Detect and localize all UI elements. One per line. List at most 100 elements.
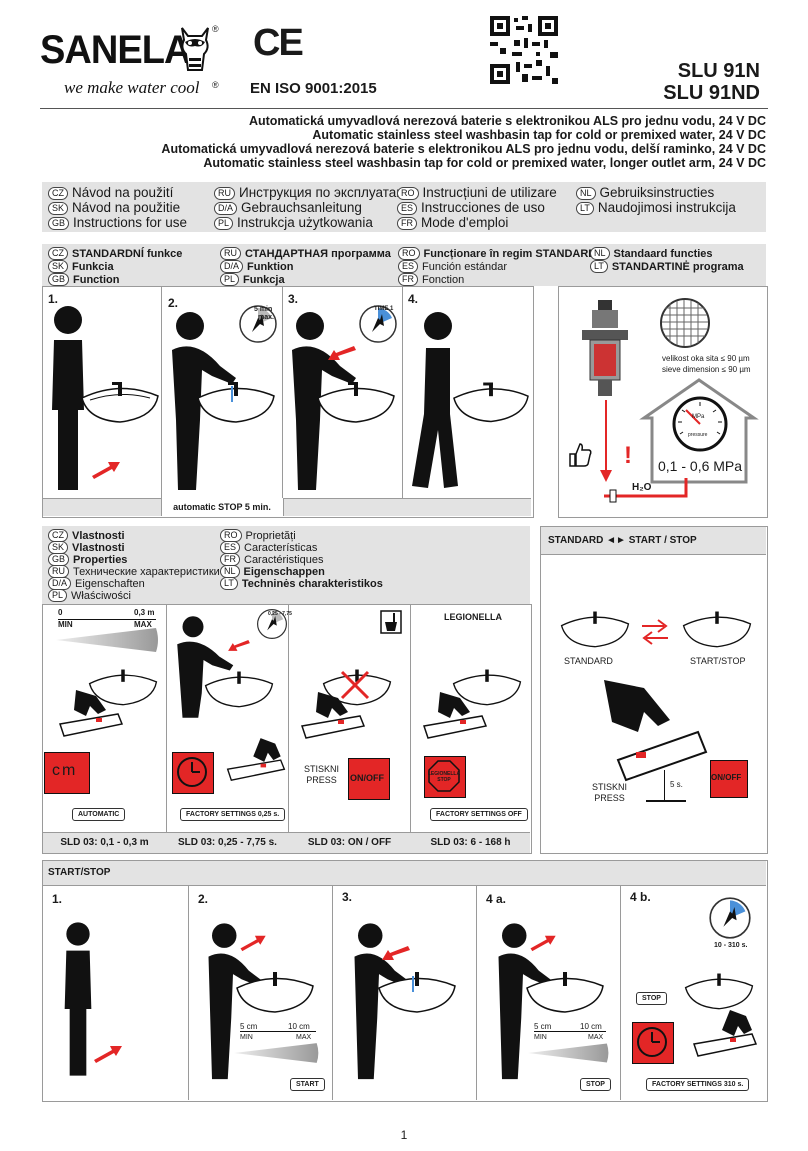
water-flow-arrow-icon	[600, 400, 688, 503]
ss-timer-range: 10 - 310 s.	[714, 942, 748, 949]
basin-icon	[560, 611, 630, 648]
header-divider	[40, 108, 768, 109]
sld-legionella: SLD 03: 6 - 168 h	[430, 837, 511, 848]
washing-person-icon	[208, 923, 263, 1080]
warning-mark: !	[624, 442, 632, 469]
sensor-beam-icon	[234, 1043, 319, 1063]
ss-range-min-value: 5 cm	[240, 1022, 258, 1031]
panel-divider	[410, 604, 411, 852]
timer-time-label: TIME 1	[374, 306, 394, 312]
standard-start-stop-title: STANDARD ◄► START / STOP	[548, 535, 697, 546]
ss-range-max-value-2: 10 cm	[580, 1022, 602, 1031]
ss-step-4b-number: 4 b.	[630, 890, 651, 904]
description-line-2: Automatic stainless steel washbasin tap …	[312, 128, 766, 142]
standard-label: STANDARD	[564, 656, 613, 666]
disabled-cross-icon	[340, 670, 370, 700]
cm-display-label: cm	[52, 762, 78, 779]
ss-range-min-label: MIN	[240, 1034, 253, 1041]
sld-row	[43, 832, 530, 853]
basin-icon	[317, 382, 395, 423]
iso-standard: EN ISO 9001:2015	[250, 80, 377, 97]
panel-divider	[620, 886, 621, 1100]
ss-range-max-label: MAX	[296, 1034, 312, 1041]
start-stop-title: START/STOP	[48, 867, 111, 878]
panel-divider	[188, 886, 189, 1100]
hand-remote-icon	[226, 738, 286, 781]
factory-settings-025-badge: FACTORY SETTINGS 0,25 s.	[180, 808, 286, 821]
range-min-value: 0	[58, 608, 63, 617]
page-number: 1	[400, 1128, 408, 1142]
auto-stop-bar	[43, 498, 531, 516]
basin-icon	[526, 972, 604, 1013]
on-off-button	[348, 758, 390, 800]
hand-remote-icon	[423, 692, 488, 739]
timer-icon	[359, 305, 397, 343]
swap-arrows-icon	[642, 619, 668, 645]
step-2-number: 2.	[168, 296, 179, 310]
timer-icon	[257, 609, 287, 639]
stop-badge: STOP	[580, 1078, 611, 1091]
arrow-hand-icon	[530, 935, 556, 952]
model-number-2: SLU 91ND	[663, 82, 760, 104]
step-3-number: 3.	[288, 292, 299, 306]
arrow-hand-icon	[382, 946, 410, 960]
clock-icon	[177, 757, 207, 787]
arrow-hand-icon	[328, 346, 356, 360]
ss-range-scale-line	[534, 1031, 606, 1032]
range-max-label: MAX	[134, 620, 152, 629]
panel-divider	[166, 604, 167, 852]
filter-valve-icon	[582, 300, 628, 396]
gauge-word: pressure	[688, 432, 708, 438]
hand-remote-icon	[693, 1010, 758, 1057]
water-label: H₂O	[632, 482, 652, 493]
walking-person-icon	[412, 312, 458, 488]
timer-range-label: 0,25 - 7,75	[268, 611, 292, 617]
start-stop-label: START/STOP	[690, 656, 746, 666]
panel-divider	[282, 286, 283, 498]
brand-name: SANELA	[40, 28, 191, 72]
basin-icon	[452, 669, 522, 706]
sensor-beam-icon	[528, 1043, 609, 1063]
raccoon-mascot-icon	[181, 27, 209, 71]
panel-divider	[476, 886, 477, 1100]
sensor-beam-icon	[56, 628, 158, 652]
start-stop-header	[43, 861, 766, 886]
stop-badge-2: STOP	[636, 992, 667, 1005]
hand-remote-icon	[59, 690, 124, 737]
on-off-label: ON/OFF	[711, 773, 742, 782]
cm-display	[44, 752, 90, 794]
basin-icon	[197, 382, 275, 423]
arrow-hand-icon	[240, 935, 266, 952]
on-off-label: ON/OFF	[350, 773, 384, 783]
basin-icon	[204, 671, 274, 708]
ss-range-scale-line	[240, 1031, 316, 1032]
ss-step-1-number: 1.	[52, 892, 63, 906]
auto-stop-label: automatic STOP 5 min.	[173, 502, 271, 512]
mesh-size-en: sieve dimension ≤ 90 µm	[662, 365, 751, 374]
factory-settings-310-badge: FACTORY SETTINGS 310 s.	[646, 1078, 750, 1091]
basin-icon	[682, 611, 752, 648]
sld-range: SLD 03: 0,1 - 0,3 m	[60, 837, 149, 848]
standing-person-icon	[64, 922, 92, 1076]
hand-remote-icon	[301, 692, 366, 739]
pressure-range: 0,1 - 0,6 MPa	[658, 458, 743, 474]
